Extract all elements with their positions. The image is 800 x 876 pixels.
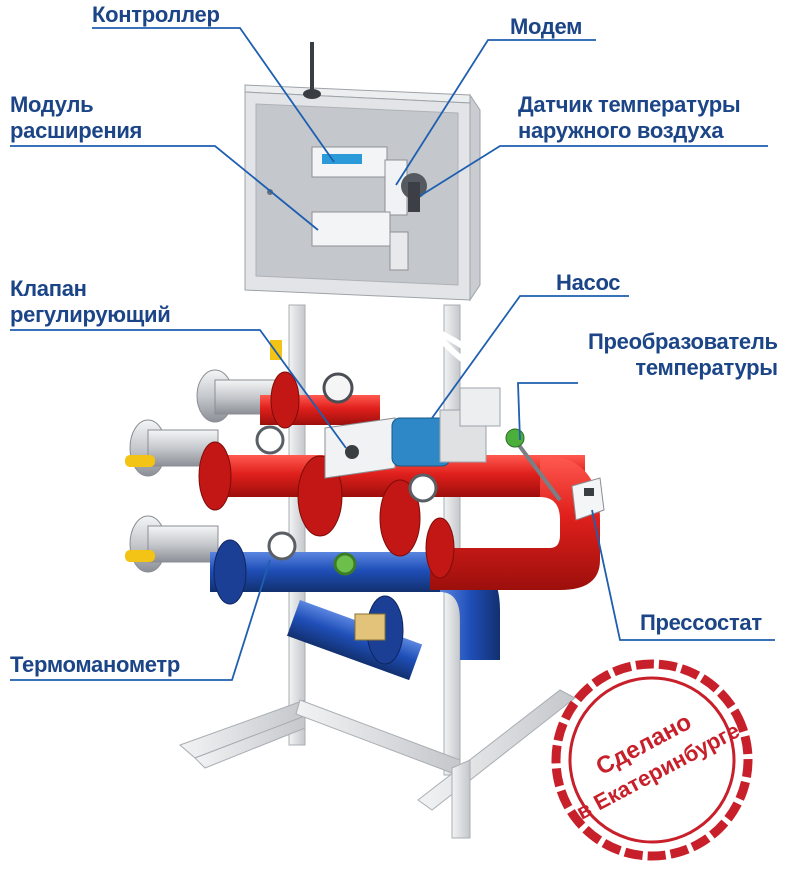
label-pressure-switch: Прессостат	[640, 610, 762, 636]
label-expansion-module: Модуль расширения	[10, 92, 142, 144]
made-in-yekaterinburg-stamp: Сделано в Екатеринбурге	[551, 659, 753, 861]
label-controller-text: Контроллер	[92, 2, 220, 27]
label-temp-transducer-line-1: Преобразователь	[588, 329, 778, 354]
label-expansion-module-line-2: расширения	[10, 118, 143, 143]
label-outdoor-temp-sensor: Датчик температуры наружного воздуха	[518, 92, 741, 144]
control-valve-actuator	[322, 372, 396, 479]
pressure-switch	[571, 477, 605, 521]
label-controller: Контроллер	[92, 2, 220, 28]
label-temp-transducer-line-2: температуры	[635, 355, 778, 380]
lower-ball-valve-blue	[125, 515, 219, 573]
label-control-valve-line-1: Клапан	[10, 276, 87, 301]
label-modem-text: Модем	[510, 14, 583, 39]
label-control-valve-line-2: регулирующий	[10, 302, 171, 327]
antenna	[303, 42, 321, 99]
label-control-valve: Клапан регулирующий	[10, 276, 171, 328]
label-temp-transducer: Преобразователь температуры	[588, 329, 778, 381]
gauges	[255, 425, 438, 576]
pump	[391, 387, 501, 467]
label-outdoor-temp-sensor-line-1: Датчик температуры	[518, 92, 741, 117]
label-pressure-switch-text: Прессостат	[640, 610, 762, 635]
label-modem: Модем	[510, 14, 582, 40]
label-outdoor-temp-sensor-line-2: наружного воздуха	[518, 118, 724, 143]
control-cabinet	[244, 84, 481, 302]
leader-lines	[10, 27, 775, 681]
label-thermomanometer: Термоманометр	[10, 652, 180, 678]
label-expansion-module-line-1: Модуль	[10, 92, 94, 117]
label-thermomanometer-text: Термоманометр	[10, 652, 181, 677]
label-pump: Насос	[556, 270, 621, 296]
label-pump-text: Насос	[556, 270, 621, 295]
